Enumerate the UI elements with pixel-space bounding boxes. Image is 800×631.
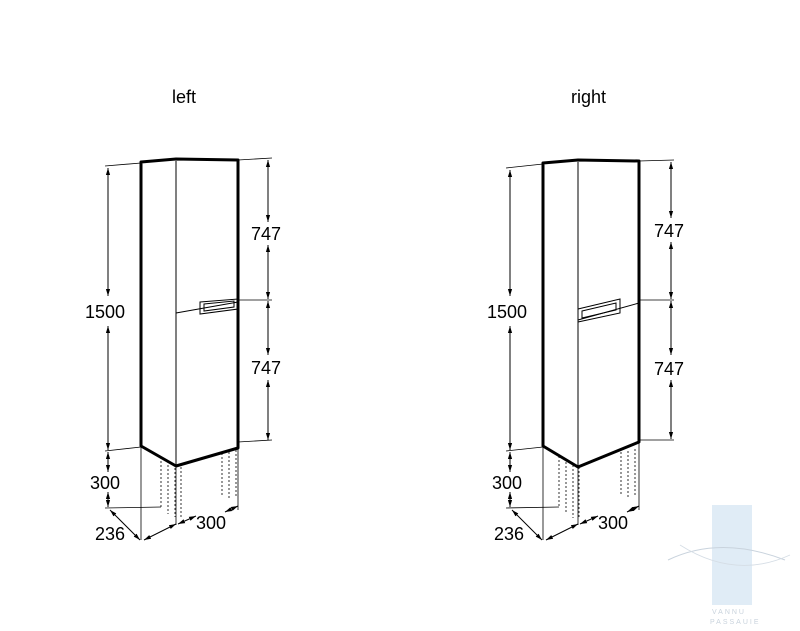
view-title: right	[571, 87, 606, 107]
cabinet-body	[541, 158, 641, 469]
dim-upper-door: 747	[251, 224, 281, 244]
dim-width: 300	[196, 513, 226, 533]
watermark-text-2: PASSAUIE	[710, 619, 761, 626]
dim-lower-door: 747	[251, 358, 281, 378]
dim-leg-height: 300	[492, 473, 522, 493]
cabinet-handle	[199, 298, 239, 315]
cabinet-legs	[558, 449, 636, 518]
faucet-watermark-icon	[712, 505, 752, 605]
dim-total-height: 1500	[85, 302, 125, 322]
dim-depth: 236	[95, 524, 125, 544]
view-left: left	[85, 87, 281, 544]
watermark-text-1: VANNU	[712, 609, 746, 616]
cabinet-body	[139, 157, 240, 468]
dim-width: 300	[598, 513, 628, 533]
view-title: left	[172, 87, 196, 107]
watermark: VANNU PASSAUIE	[667, 505, 791, 626]
cabinet-handle	[577, 298, 621, 323]
dim-upper-door: 747	[654, 221, 684, 241]
view-right: right	[487, 87, 684, 544]
dim-lower-door: 747	[654, 359, 684, 379]
dim-total-height: 1500	[487, 302, 527, 322]
dim-depth: 236	[494, 524, 524, 544]
door-split-line	[175, 301, 239, 314]
dim-leg-height: 300	[90, 473, 120, 493]
cabinet-legs	[160, 450, 237, 517]
